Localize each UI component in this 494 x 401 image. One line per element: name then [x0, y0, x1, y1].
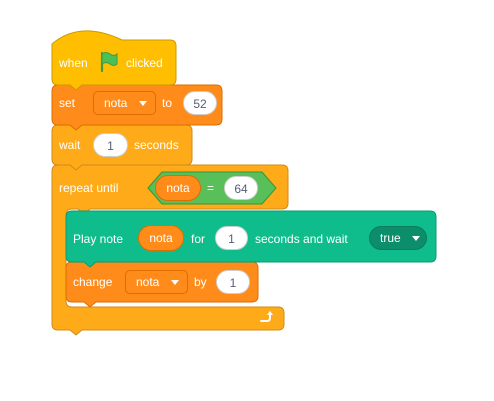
repeat-until-block-shape[interactable]: [51, 164, 289, 336]
seconds-and-wait-label: seconds and wait: [255, 232, 348, 246]
when-label: when: [59, 56, 88, 70]
wait-seconds-input[interactable]: 1: [93, 133, 128, 157]
change-value-input[interactable]: 1: [216, 270, 250, 294]
chevron-down-icon: [139, 101, 147, 106]
set-label: set: [59, 96, 76, 110]
change-variable-name: nota: [136, 275, 160, 289]
set-value-input[interactable]: 52: [183, 91, 217, 115]
set-variable-dropdown[interactable]: nota: [93, 91, 156, 115]
seconds-label: seconds: [134, 138, 179, 152]
set-variable-name: nota: [104, 96, 128, 110]
change-label: change: [73, 275, 113, 289]
nota-reporter[interactable]: nota: [155, 175, 201, 201]
play-note-label: Play note: [73, 232, 124, 246]
wait-option-dropdown[interactable]: true: [369, 226, 427, 250]
green-flag-icon: [100, 51, 118, 73]
clicked-label: clicked: [126, 56, 163, 70]
wait-label: wait: [59, 138, 81, 152]
by-label: by: [194, 275, 207, 289]
change-variable-dropdown[interactable]: nota: [125, 270, 188, 294]
for-label: for: [191, 232, 206, 246]
equals-right-input[interactable]: 64: [224, 176, 258, 200]
duration-input[interactable]: 1: [215, 226, 248, 250]
loop-arrow-icon: [260, 311, 273, 322]
equals-sign: =: [207, 181, 215, 195]
wait-option-value: true: [380, 231, 401, 245]
to-label: to: [162, 96, 173, 110]
note-nota-reporter[interactable]: nota: [138, 225, 184, 251]
chevron-down-icon: [171, 280, 179, 285]
chevron-down-icon: [412, 236, 420, 241]
repeat-until-label: repeat until: [59, 181, 119, 195]
